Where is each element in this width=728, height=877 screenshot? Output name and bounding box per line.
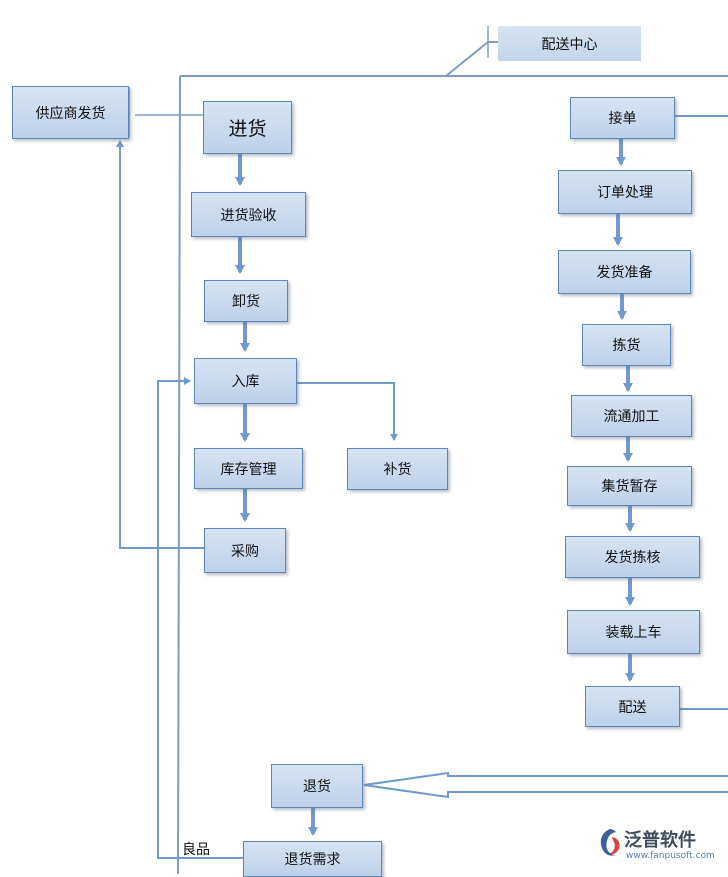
node-delivery: 配送 — [585, 686, 680, 727]
node-purchase: 采购 — [204, 528, 286, 573]
node-staging: 集货暂存 — [567, 466, 692, 506]
logo-url: www.fanpusoft.com — [626, 851, 715, 861]
node-returns: 退货 — [271, 764, 363, 808]
node-ship-prepare: 发货准备 — [558, 250, 691, 294]
node-order-receive: 接单 — [570, 97, 675, 139]
node-order-process: 订单处理 — [558, 170, 692, 214]
center-title: 配送中心 — [498, 26, 641, 61]
node-inventory: 库存管理 — [194, 448, 303, 489]
fanpu-logo: 泛普软件 www.fanpusoft.com — [598, 824, 724, 868]
node-processing: 流通加工 — [571, 395, 692, 437]
node-inspection: 进货验收 — [191, 192, 306, 237]
fanpu-logo-icon — [600, 829, 620, 856]
node-supplier: 供应商发货 — [12, 86, 129, 139]
logo-name: 泛普软件 — [624, 830, 696, 851]
node-replenish: 补货 — [347, 448, 448, 490]
node-ship-check: 发货拣核 — [565, 536, 700, 578]
good-product-label: 良品 — [182, 842, 210, 858]
center-frame — [177, 75, 181, 874]
title-leader — [445, 41, 498, 77]
node-picking: 拣货 — [582, 324, 671, 366]
node-unloading: 卸货 — [204, 280, 288, 322]
node-loading: 装载上车 — [567, 610, 700, 654]
node-warehousing: 入库 — [194, 358, 297, 404]
node-receiving: 进货 — [203, 101, 292, 154]
node-return-demand: 退货需求 — [243, 841, 382, 877]
